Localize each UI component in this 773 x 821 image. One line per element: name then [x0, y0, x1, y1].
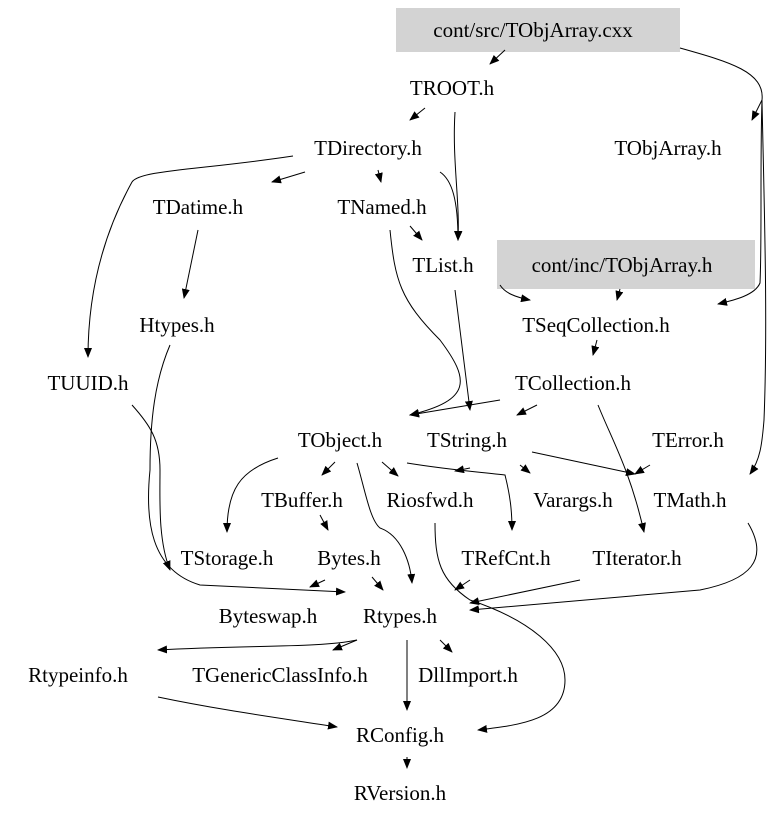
edge-cxx-tseqcollection — [717, 99, 763, 306]
edge-bytes-rtypes — [371, 576, 384, 591]
edge-bytes-byteswap — [309, 579, 326, 588]
edge-htypes-rtypes — [148, 344, 346, 596]
node-tstring[interactable]: TString.h — [427, 428, 507, 452]
edge-troot-tdirectory — [409, 107, 426, 121]
edge-rtypeinfo-rconfig — [157, 696, 338, 730]
edge-rtypes-tgenericclassinfo — [332, 639, 358, 651]
node-tgenericclassinfo[interactable]: TGenericClassInfo.h — [192, 663, 368, 687]
node-troot[interactable]: TROOT.h — [410, 76, 495, 100]
edge-riosfwd-rconfig — [434, 522, 566, 733]
edge-tdirectory-tnamed — [374, 169, 383, 183]
edge-tobject-trefcnt — [406, 462, 516, 531]
edge-tseqcollection-tcollection — [591, 339, 600, 356]
node-rtypes[interactable]: Rtypes.h — [363, 604, 438, 628]
edge-tdirectory-tdatime — [271, 171, 306, 184]
edge-tcollection-titerator — [597, 404, 646, 533]
edge-trefcnt-rtypes — [454, 579, 471, 591]
node-dllimport[interactable]: DllImport.h — [418, 663, 518, 687]
node-tbuffer[interactable]: TBuffer.h — [261, 488, 343, 512]
node-tmath[interactable]: TMath.h — [654, 488, 727, 512]
node-tcollection[interactable]: TCollection.h — [515, 371, 632, 395]
edge-tcollection-tstring — [516, 404, 538, 416]
edge-rtypes-dllimport — [439, 639, 453, 653]
edge-tdirectory-tlist — [439, 171, 462, 241]
node-riosfwd[interactable]: Riosfwd.h — [387, 488, 474, 512]
edge-tcollection-tobject — [409, 399, 501, 418]
edge-tobject-tbuffer — [321, 461, 336, 476]
edge-tobject-riosfwd — [381, 461, 399, 477]
node-titerator[interactable]: TIterator.h — [592, 546, 682, 570]
nodes: cont/src/TObjArray.cxxTROOT.hTDirectory.… — [28, 18, 727, 805]
edge-tnamed-tobject — [389, 229, 461, 417]
node-tseqcollection[interactable]: TSeqCollection.h — [522, 313, 670, 337]
node-tdirectory[interactable]: TDirectory.h — [314, 136, 422, 160]
edges — [84, 47, 767, 769]
edge-tlist-tseqcollection — [499, 284, 531, 303]
node-cxx[interactable]: cont/src/TObjArray.cxx — [433, 18, 633, 42]
edge-tlist-tstring — [454, 289, 473, 411]
edge-tmath-rtypes — [469, 522, 758, 614]
edge-tnamed-tlist — [409, 225, 423, 241]
edge-tdatime-htypes — [181, 229, 199, 299]
edge-tdirectory-tuuid — [84, 155, 294, 358]
edge-tstring-riosfwd — [454, 465, 471, 474]
edge-cxx-tobjarray — [679, 47, 763, 121]
node-tobject[interactable]: TObject.h — [298, 428, 383, 452]
edge-tobject-rtypes — [356, 462, 416, 584]
edge-rtypes-rtypeinfo — [157, 639, 358, 654]
edge-cxx-tmath — [749, 99, 767, 475]
node-trefcnt[interactable]: TRefCnt.h — [461, 546, 551, 570]
node-inc[interactable]: cont/inc/TObjArray.h — [532, 253, 713, 277]
edge-terror-tmath — [634, 464, 651, 475]
node-tobjarray[interactable]: TObjArray.h — [614, 136, 722, 160]
node-bytes[interactable]: Bytes.h — [317, 546, 381, 570]
node-tnamed[interactable]: TNamed.h — [337, 195, 427, 219]
node-tlist[interactable]: TList.h — [412, 253, 474, 277]
node-tuuid[interactable]: TUUID.h — [47, 371, 129, 395]
node-rconfig[interactable]: RConfig.h — [356, 723, 445, 747]
edge-tstring-tmath — [531, 451, 636, 477]
node-rtypeinfo[interactable]: Rtypeinfo.h — [28, 663, 128, 687]
node-tstorage[interactable]: TStorage.h — [181, 546, 274, 570]
edge-titerator-rtypes — [469, 579, 581, 606]
edge-troot-tlist — [453, 111, 463, 241]
source-file-node-box — [396, 8, 680, 52]
edge-tbuffer-bytes — [319, 514, 329, 531]
node-terror[interactable]: TError.h — [652, 428, 724, 452]
node-htypes[interactable]: Htypes.h — [139, 313, 215, 337]
header-file-node-box — [497, 240, 755, 289]
edge-cxx-troot — [489, 49, 506, 65]
node-byteswap[interactable]: Byteswap.h — [219, 604, 318, 628]
edge-tstring-varargs — [519, 464, 531, 474]
node-tdatime[interactable]: TDatime.h — [153, 195, 244, 219]
edge-tuuid-rtypes — [131, 404, 171, 571]
node-rversion[interactable]: RVersion.h — [354, 781, 447, 805]
edge-tobject-tstorage — [223, 457, 279, 533]
node-varargs[interactable]: Varargs.h — [533, 488, 613, 512]
edge-inc-tseqcollection — [615, 288, 624, 301]
